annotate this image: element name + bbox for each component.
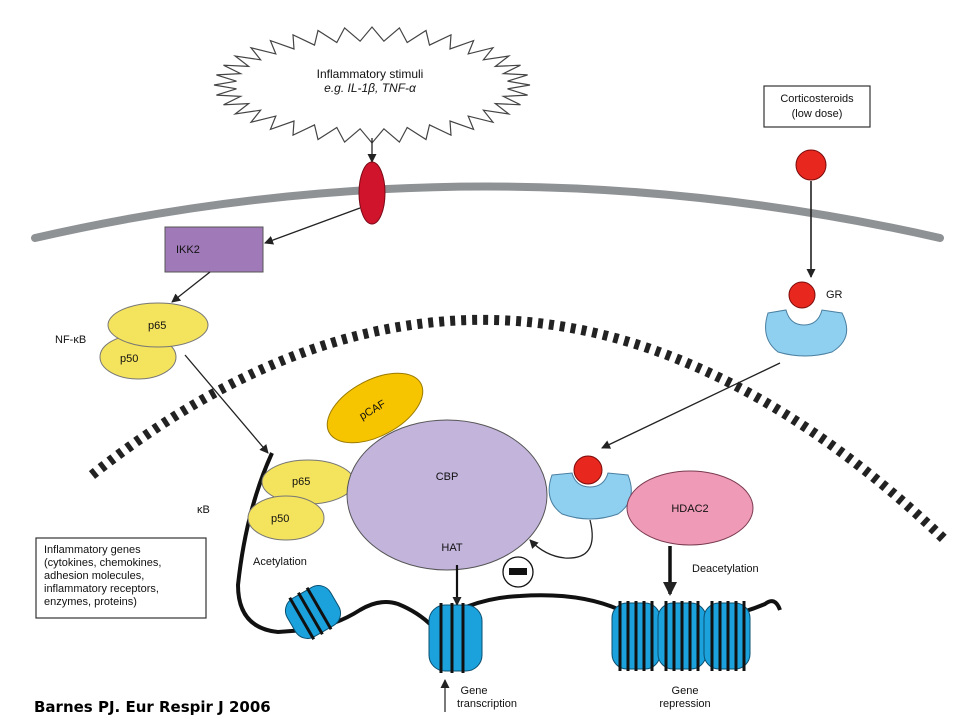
gene-repression-line2: repression xyxy=(659,698,710,710)
pcaf xyxy=(326,372,424,444)
citation: Barnes PJ. Eur Respir J 2006 xyxy=(34,698,271,716)
arrow-ikk2-to-nfkb xyxy=(171,271,211,303)
membrane-receptor xyxy=(358,161,386,225)
deacetylation-label: Deacetylation xyxy=(692,563,759,575)
p50-nucleus xyxy=(247,495,325,541)
genes-line-5: enzymes, proteins) xyxy=(44,596,137,608)
nucleosome-2 xyxy=(428,603,483,673)
inflammatory-genes-box xyxy=(35,537,207,619)
acetylation-label: Acetylation xyxy=(253,556,307,568)
genes-line-3: adhesion molecules, xyxy=(44,570,144,582)
genes-line-4: inflammatory receptors, xyxy=(44,583,159,595)
p65-cytoplasm-label: p65 xyxy=(148,320,166,332)
p50-cytoplasm-label: p50 xyxy=(120,353,138,365)
nucleosome-3 xyxy=(611,601,661,671)
inflammatory-stimuli-starburst xyxy=(213,26,531,144)
steroid-molecule-gr xyxy=(788,281,816,309)
nucleosome-4 xyxy=(657,601,707,671)
stimuli-label-line2: e.g. IL-1β, TNF-α xyxy=(324,81,417,95)
steroid-molecule-cytoplasm xyxy=(795,149,827,181)
cbp-label: CBP xyxy=(436,471,459,483)
gr-label: GR xyxy=(826,289,843,301)
gene-transcription-line1: Gene xyxy=(461,685,488,697)
steroid-molecule-nucleus xyxy=(573,455,603,485)
arrow-nfkb-to-dna xyxy=(184,354,269,454)
ikk2-label: IKK2 xyxy=(176,244,200,256)
glucocorticoid-receptor xyxy=(765,309,848,357)
hdac2 xyxy=(626,470,754,546)
glucocorticoid-receptor-nucleus xyxy=(548,472,632,520)
kb-label: κB xyxy=(197,504,210,516)
corticosteroids-label-line2: (low dose) xyxy=(792,108,843,120)
corticosteroids-label-line1: Corticosteroids xyxy=(780,93,854,105)
stimuli-label-line1: Inflammatory stimuli xyxy=(317,67,424,81)
genes-line-2: (cytokines, chemokines, xyxy=(44,557,161,569)
nuclear-membrane xyxy=(88,314,949,544)
genes-line-1: Inflammatory genes xyxy=(44,544,141,556)
p65-cytoplasm xyxy=(107,302,209,348)
p65-nucleus-label: p65 xyxy=(292,476,310,488)
arrow-gr-inhibits-hat xyxy=(529,519,593,559)
nfkb-label: NF-κB xyxy=(55,334,86,346)
hat-label: HAT xyxy=(441,542,462,554)
minus-icon xyxy=(509,568,527,575)
hdac2-label: HDAC2 xyxy=(671,503,708,515)
arrow-gr-to-nucleus xyxy=(601,362,781,449)
nucleosome-1 xyxy=(284,585,342,641)
ikk2-box xyxy=(164,226,264,273)
corticosteroids-box xyxy=(763,85,871,128)
gene-repression-line1: Gene xyxy=(672,685,699,697)
arrow-receptor-to-ikk2 xyxy=(264,207,361,245)
nucleosome-5 xyxy=(703,601,751,671)
gene-transcription-line2: transcription xyxy=(457,698,517,710)
p50-nucleus-label: p50 xyxy=(271,513,289,525)
cell-membrane xyxy=(31,182,944,242)
cbp xyxy=(346,419,548,571)
